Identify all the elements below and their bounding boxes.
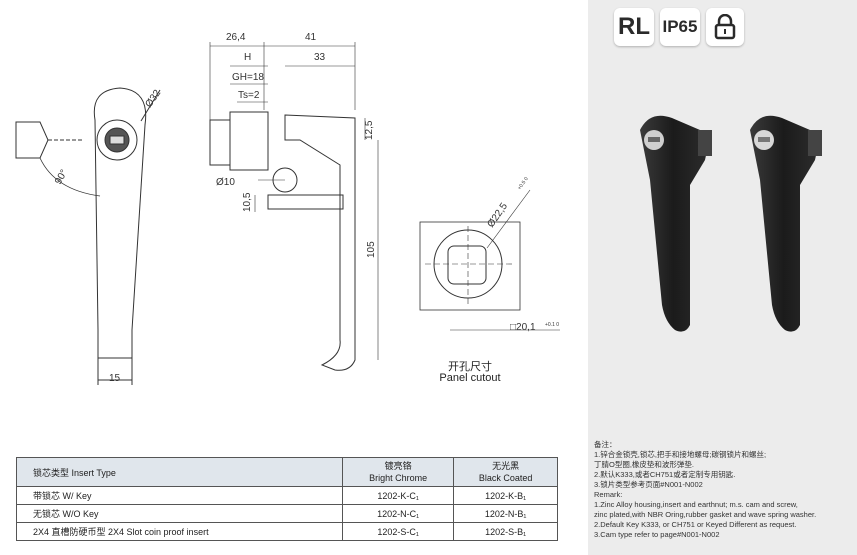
panel-cutout-en: Panel cutout [439, 372, 501, 384]
ip65-badge: IP65 [660, 8, 700, 46]
dim-dia-32: Ø32 [143, 88, 163, 110]
header-insert-type: 锁芯类型 Insert Type [15, 457, 344, 487]
cutout-frame [419, 221, 521, 311]
dim-sq-20-1: □20,1 [510, 322, 536, 333]
row-chrome-code: 1202-N-C₁ [342, 504, 455, 523]
handle-right [750, 115, 822, 332]
note-cn-1: 1.锌合金锁壳,锁芯,把手和接地螺母;碳钢锁片和螺丝; [594, 450, 767, 459]
note-cn-4: 3.锁片类型参考页面#N001-N002 [594, 480, 703, 489]
dim-gh: GH=18 [232, 72, 264, 83]
dim-dia-22-5-tol: +0.5 0 [517, 176, 530, 191]
row-black-code: 1202-S-B₁ [453, 522, 558, 541]
front-view-handle [93, 87, 147, 359]
row-black-code: 1202-K-B₁ [453, 486, 558, 505]
row-chrome-code: 1202-S-C₁ [342, 522, 455, 541]
note-en-1: 1.Zinc Alloy housing,insert and earthnut… [594, 500, 798, 509]
dim-dia-10: Ø10 [216, 177, 235, 188]
table-row: 无锁芯 W/O Key 1202-N-C₁ 1202-N-B₁ [15, 504, 558, 523]
dim-10-5: 10,5 [242, 192, 253, 212]
dim-h: H [244, 52, 251, 63]
side-view-lever [284, 114, 356, 371]
dim-15: 15 [109, 373, 121, 384]
table-row: 带锁芯 W/ Key 1202-K-C₁ 1202-K-B₁ [15, 486, 558, 505]
dim-90-deg: 90° [53, 168, 70, 187]
note-en-4: 3.Cam type refer to page#N001-N002 [594, 530, 720, 539]
row-type: 2X4 直槽防硬币型 2X4 Slot coin proof insert [15, 522, 344, 541]
row-black-code: 1202-N-B₁ [453, 504, 558, 523]
product-panel [588, 0, 857, 555]
dim-26-4: 26,4 [226, 32, 246, 43]
dim-105: 105 [366, 241, 377, 258]
panel-cutout-cn: 开孔尺寸 [448, 361, 492, 373]
note-cn-2: 丁腈O型圈,橡皮垫和波形弹垫. [594, 460, 695, 469]
dim-41: 41 [305, 32, 317, 43]
feature-badges: RL IP65 [614, 8, 744, 48]
front-view-insert-outer [96, 119, 138, 161]
side-view-body [209, 119, 231, 166]
note-en-2: zinc plated,with NBR Oring,rubber gasket… [594, 510, 817, 519]
notes: 备注： 1.锌合金锁壳,锁芯,把手和接地螺母;碳钢锁片和螺丝; 丁腈O型圈,橡皮… [594, 440, 854, 540]
rl-badge: RL [614, 8, 654, 46]
dim-sq-20-1-tol: +0.1 0 [545, 322, 559, 328]
notes-remark: Remark: [594, 490, 623, 499]
technical-drawing: 26,4 41 H 33 GH=18 Ts=2 Ø32 12,5 90° Ø10… [15, 32, 560, 385]
note-en-3: 2.Default Key K333, or CH751 or Keyed Di… [594, 520, 797, 529]
row-type: 无锁芯 W/O Key [15, 504, 344, 523]
padlock-icon [706, 8, 744, 46]
table-row: 2X4 直槽防硬币型 2X4 Slot coin proof insert 12… [15, 522, 558, 541]
dim-dia-22-5: Ø22,5 [485, 201, 510, 230]
handle-left [640, 115, 712, 332]
row-type: 带锁芯 W/ Key [15, 486, 344, 505]
dim-ts: Ts=2 [238, 90, 260, 101]
note-cn-3: 2.默认K333,或者CH751或者定制专用钥匙. [594, 470, 736, 479]
dim-33: 33 [314, 52, 326, 63]
notes-title: 备注： [594, 440, 617, 449]
row-chrome-code: 1202-K-C₁ [342, 486, 455, 505]
drawing-panel: 26,4 41 H 33 GH=18 Ts=2 Ø32 12,5 90° Ø10… [15, 32, 560, 541]
dim-12-5: 12,5 [364, 120, 375, 140]
product-photo [640, 115, 822, 332]
